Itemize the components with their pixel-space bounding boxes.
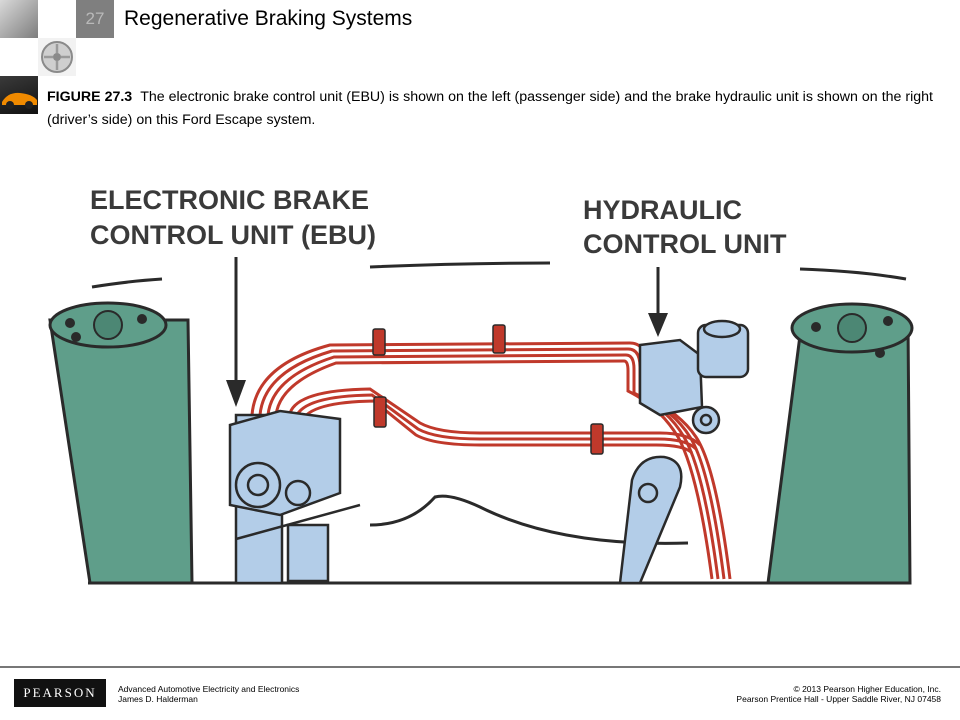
footer-divider bbox=[0, 666, 960, 668]
copyright-line-2: Pearson Prentice Hall - Upper Saddle Riv… bbox=[736, 694, 941, 704]
book-info: Advanced Automotive Electricity and Elec… bbox=[118, 684, 299, 704]
book-author: James D. Halderman bbox=[118, 694, 198, 704]
figure-label: FIGURE 27.3 bbox=[47, 89, 133, 105]
ebu-label-line2: CONTROL UNIT (EBU) bbox=[90, 220, 376, 250]
brake-line-clips bbox=[372, 324, 604, 455]
copyright-info: © 2013 Pearson Higher Education, Inc. Pe… bbox=[736, 684, 941, 704]
left-strut-tower bbox=[48, 301, 194, 585]
pearson-logo: PEARSON bbox=[14, 679, 106, 707]
hcu-pointer-arrow bbox=[648, 267, 668, 337]
hcu-label-line2: CONTROL UNIT bbox=[583, 229, 787, 259]
wheel-thumbnail-image bbox=[38, 38, 76, 76]
sports-car-thumbnail-image bbox=[0, 76, 38, 114]
chapter-number-badge: 27 bbox=[76, 0, 114, 38]
slide-footer: PEARSON Advanced Automotive Electricity … bbox=[0, 668, 960, 720]
steering-shaft bbox=[618, 455, 683, 585]
book-title: Advanced Automotive Electricity and Elec… bbox=[118, 684, 300, 694]
car-thumbnail-image bbox=[0, 0, 38, 38]
slide-title: Regenerative Braking Systems bbox=[124, 7, 413, 30]
right-strut-tower bbox=[766, 302, 914, 585]
hcu-label-line1: HYDRAULIC bbox=[583, 195, 742, 225]
copyright-line-1: © 2013 Pearson Higher Education, Inc. bbox=[793, 684, 941, 694]
ebu-pointer-arrow bbox=[226, 257, 246, 407]
caption-text: The electronic brake control unit (EBU) … bbox=[47, 89, 933, 128]
header-thumbnails bbox=[0, 0, 76, 114]
vehicle-body-outline bbox=[88, 261, 907, 585]
brake-system-diagram: ELECTRONIC BRAKE CONTROL UNIT (EBU) HYDR… bbox=[48, 185, 914, 585]
hydraulic-control-unit bbox=[638, 319, 750, 435]
ebu-unit bbox=[228, 409, 361, 585]
ebu-label-line1: ELECTRONIC BRAKE bbox=[90, 185, 369, 215]
